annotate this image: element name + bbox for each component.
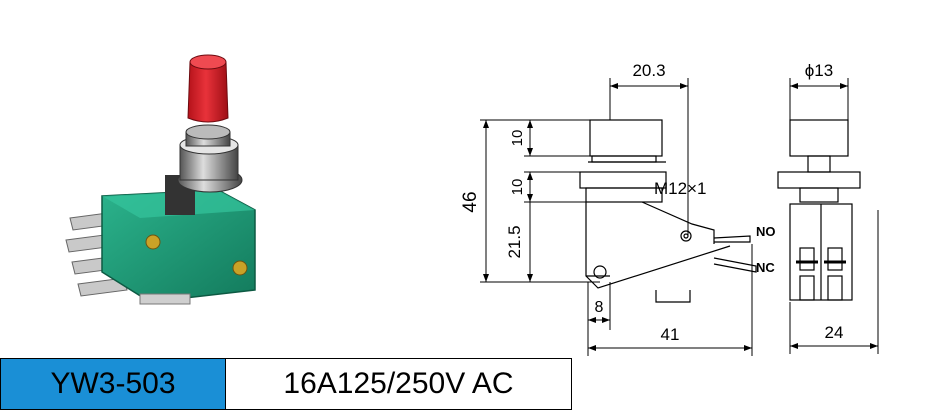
front-cap-outline (789, 119, 849, 157)
rivet-left (145, 234, 161, 250)
red-cap (187, 61, 229, 123)
dim-cap-height: 10 (509, 130, 526, 147)
dim-thread: M12×1 (654, 179, 706, 198)
model-label: YW3-503 (0, 358, 226, 410)
dimension-drawing: 20.3 ϕ13 46 10 10 21.5 M12×1 8 41 24 NO … (460, 61, 879, 356)
dim-lead: 8 (595, 299, 604, 316)
dim-diameter: ϕ13 (805, 61, 833, 80)
rating-label: 16A125/250V AC (226, 358, 572, 410)
dim-length: 41 (661, 325, 680, 344)
side-cap-outline (589, 119, 663, 157)
dim-width: 24 (825, 323, 844, 342)
dim-offset: 20.3 (632, 61, 665, 80)
dim-nut-height: 10 (509, 179, 526, 196)
terminal-nc-label: NC (756, 260, 775, 275)
spec-bar: YW3-503 16A125/250V AC (0, 358, 930, 412)
product-photo (65, 54, 256, 305)
dim-body-height: 21.5 (505, 225, 524, 258)
rivet-right (232, 260, 248, 276)
terminal-no-label: NO (756, 224, 776, 239)
dim-total-height: 46 (460, 191, 481, 212)
